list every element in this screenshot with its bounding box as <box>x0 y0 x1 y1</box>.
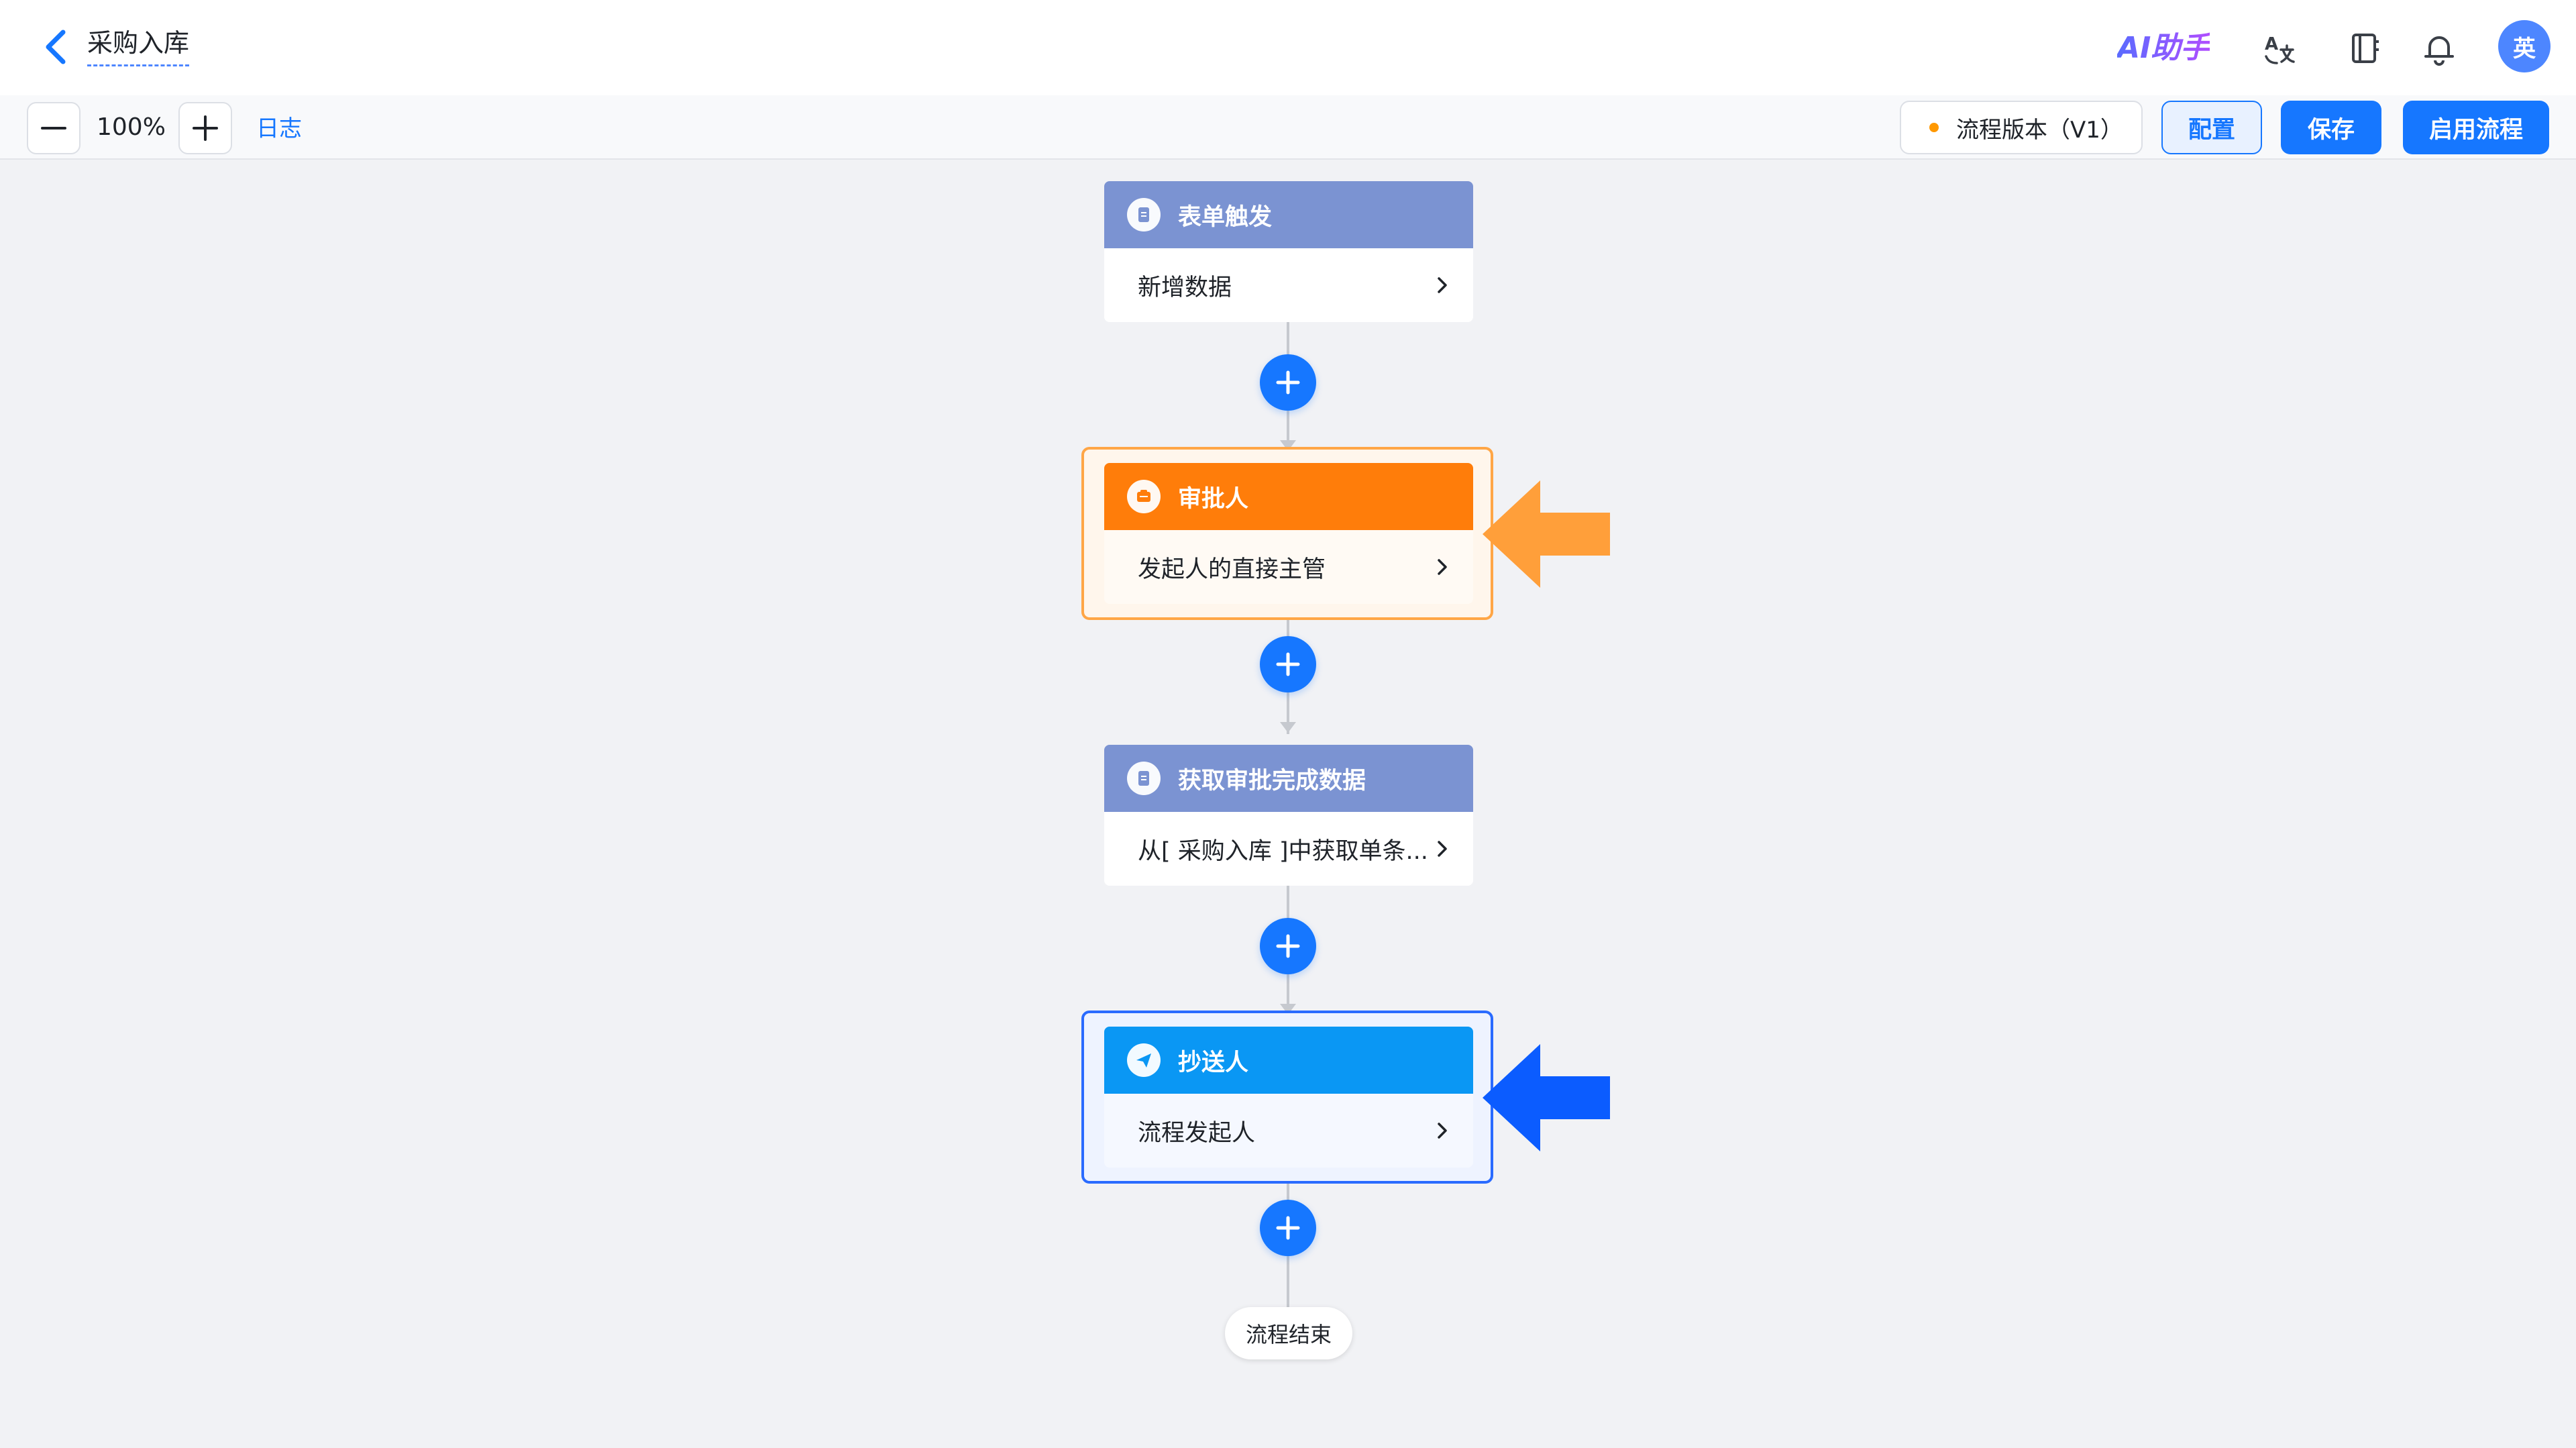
flow-node-get-approval-data[interactable]: 获取审批完成数据 从[ 采购入库 ]中获取单条... <box>1104 745 1473 886</box>
node-detail[interactable]: 从[ 采购入库 ]中获取单条... <box>1104 812 1473 886</box>
document-icon <box>1127 762 1161 795</box>
add-node-button[interactable] <box>1260 1200 1316 1256</box>
node-header: 表单触发 <box>1104 181 1473 248</box>
node-title: 抄送人 <box>1178 1049 1249 1076</box>
flow-end-marker: 流程结束 <box>1225 1307 1352 1359</box>
blue-arrow-annotation <box>1483 1044 1610 1151</box>
enable-flow-button[interactable]: 启用流程 <box>2403 101 2549 154</box>
log-link[interactable]: 日志 <box>256 115 302 142</box>
minus-icon <box>41 127 66 130</box>
book-icon <box>2352 34 2379 63</box>
node-detail-text: 从[ 采购入库 ]中获取单条... <box>1138 837 1428 865</box>
node-detail-text: 流程发起人 <box>1138 1119 1256 1147</box>
svg-text:A: A <box>2265 34 2278 54</box>
chevron-right-icon <box>1438 277 1447 293</box>
node-header: 获取审批完成数据 <box>1104 745 1473 812</box>
connector-arrow <box>1280 722 1296 733</box>
zoom-out-button[interactable] <box>27 102 80 154</box>
add-node-button[interactable] <box>1260 636 1316 692</box>
node-detail-text: 发起人的直接主管 <box>1138 556 1326 583</box>
flow-node-cc[interactable]: 抄送人 流程发起人 <box>1104 1027 1473 1168</box>
chevron-right-icon <box>1438 559 1447 575</box>
node-detail[interactable]: 流程发起人 <box>1104 1094 1473 1168</box>
plus-icon <box>1276 370 1300 395</box>
notifications-button[interactable] <box>2420 30 2458 67</box>
node-title: 表单触发 <box>1178 203 1273 231</box>
back-chevron-icon <box>46 30 66 64</box>
node-title: 获取审批完成数据 <box>1178 767 1366 794</box>
node-title: 审批人 <box>1178 485 1249 513</box>
orange-arrow-annotation <box>1483 480 1610 588</box>
node-detail[interactable]: 发起人的直接主管 <box>1104 530 1473 604</box>
flow-canvas: 表单触发 新增数据 审批人 发起人的直接主管 <box>0 160 2576 1448</box>
flow-node-approver[interactable]: 审批人 发起人的直接主管 <box>1104 463 1473 604</box>
config-button[interactable]: 配置 <box>2161 101 2262 154</box>
send-plane-icon <box>1127 1043 1161 1077</box>
flow-node-form-trigger[interactable]: 表单触发 新增数据 <box>1104 181 1473 322</box>
plus-icon <box>1276 652 1300 676</box>
node-detail-text: 新增数据 <box>1138 274 1232 301</box>
flow-version-selector[interactable]: 流程版本（V1） <box>1900 101 2143 154</box>
translate-button[interactable]: A <box>2261 30 2298 67</box>
version-label: 流程版本（V1） <box>1956 116 2123 144</box>
version-status-dot <box>1929 123 1939 132</box>
document-icon <box>1127 198 1161 231</box>
bell-icon <box>2424 36 2454 66</box>
chevron-right-icon <box>1438 841 1447 857</box>
approval-stamp-icon <box>1127 480 1161 513</box>
plus-icon <box>1276 1216 1300 1240</box>
zoom-level: 100% <box>97 113 166 141</box>
plus-icon <box>1276 934 1300 958</box>
node-detail[interactable]: 新增数据 <box>1104 248 1473 322</box>
back-button[interactable] <box>39 25 72 68</box>
node-header: 抄送人 <box>1104 1027 1473 1094</box>
user-avatar[interactable]: 英 <box>2498 20 2551 72</box>
canvas-toolbar: 100% 日志 流程版本（V1） 配置 保存 启用流程 <box>0 95 2576 160</box>
top-header: 采购入库 AI助手 A 英 <box>0 0 2576 95</box>
chevron-right-icon <box>1438 1123 1447 1139</box>
plus-icon <box>193 115 218 141</box>
zoom-in-button[interactable] <box>178 102 232 154</box>
translate-icon: A <box>2265 34 2295 64</box>
save-button[interactable]: 保存 <box>2281 101 2381 154</box>
add-node-button[interactable] <box>1260 918 1316 974</box>
ai-assistant-button[interactable]: AI助手 <box>2117 30 2210 67</box>
guide-book-button[interactable] <box>2345 30 2383 67</box>
add-node-button[interactable] <box>1260 354 1316 411</box>
page-title[interactable]: 采购入库 <box>87 24 190 66</box>
node-header: 审批人 <box>1104 463 1473 530</box>
